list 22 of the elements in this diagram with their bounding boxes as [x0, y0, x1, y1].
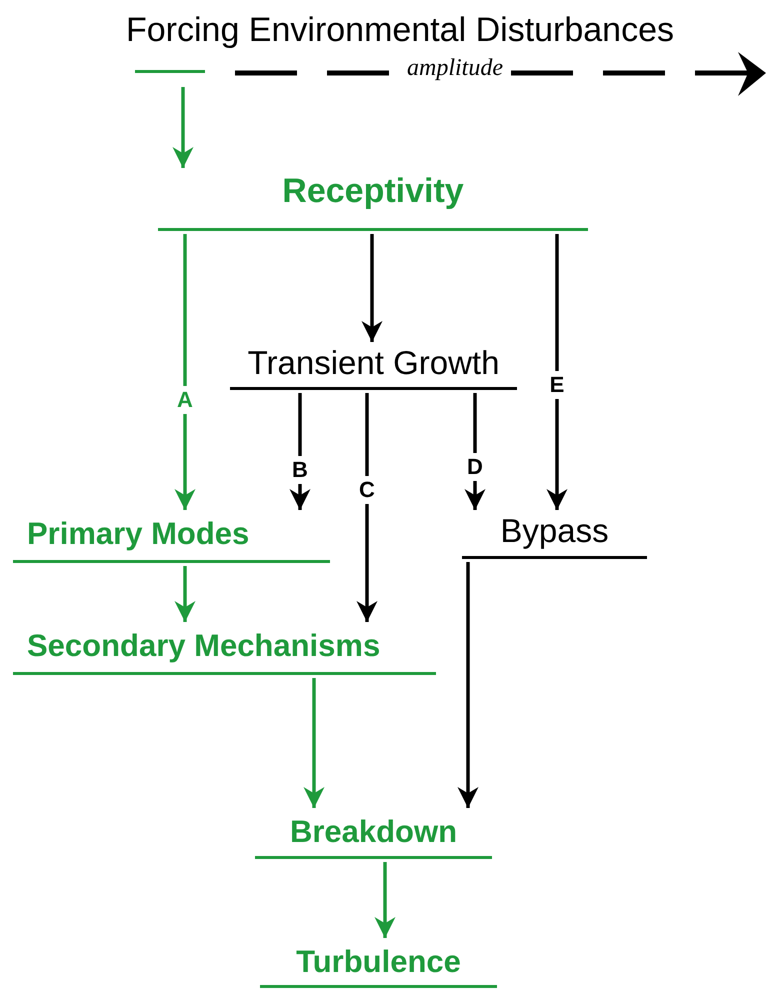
arrow — [172, 87, 194, 168]
arrow — [546, 234, 568, 510]
arrow — [458, 562, 478, 808]
stage-label: Forcing Environmental Disturbances — [126, 13, 674, 47]
edge-label: A — [176, 386, 194, 414]
arrow — [374, 862, 396, 938]
stage-label: Secondary Mechanisms — [27, 630, 380, 661]
stage-label: Bypass — [500, 514, 609, 547]
edge-label: B — [291, 456, 309, 484]
arrow — [174, 566, 196, 622]
edge-label: D — [466, 453, 484, 481]
arrow — [304, 678, 324, 808]
edge-label: C — [358, 476, 376, 504]
arrow — [356, 393, 378, 622]
stage-label: Primary Modes — [27, 518, 250, 549]
stage-label: Turbulence — [296, 946, 461, 977]
edge-label: E — [548, 371, 566, 399]
stage-label: Breakdown — [290, 816, 458, 847]
stage-label: Transient Growth — [248, 346, 500, 379]
arrow — [362, 234, 382, 342]
stage-label: Receptivity — [282, 174, 464, 208]
arrow — [174, 234, 196, 510]
